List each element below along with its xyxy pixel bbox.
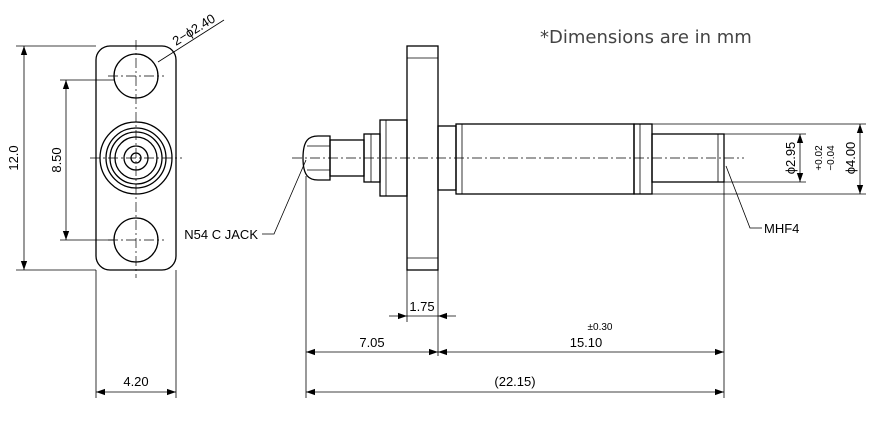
n54-jack-label: N54 C JACK	[184, 227, 258, 242]
mhf4-label: MHF4	[764, 221, 799, 236]
barrel-end-band	[633, 123, 653, 195]
tolerance-plus: +0.02	[814, 145, 825, 171]
main-barrel	[455, 123, 635, 195]
height-dimension: 12.0	[6, 145, 21, 170]
hole-pitch-dimension: 8.50	[49, 147, 64, 172]
mhf4-section	[651, 133, 725, 183]
inner-diameter-dimension: ϕ2.95	[783, 142, 798, 175]
outer-diameter-dimension: ϕ4.00	[843, 142, 858, 175]
total-length-dimension: (22.15)	[494, 374, 535, 389]
left-length-dimension: 7.05	[359, 335, 384, 350]
hole-callout-leader	[157, 19, 225, 63]
mhf4-leader	[725, 165, 762, 229]
right-length-tolerance: ±0.30	[588, 322, 613, 333]
n54-leader	[262, 159, 307, 235]
tolerance-minus: −0.04	[826, 145, 837, 171]
width-dimension: 4.20	[123, 374, 148, 389]
units-note: *Dimensions are in mm	[540, 27, 752, 48]
front-view: 12.0 8.50 4.20 2−ϕ2.40	[6, 11, 225, 398]
side-view: N54 C JACK MHF4 1.75 7.05 15.10 ±0.30 (2…	[184, 45, 866, 398]
hole-callout: 2−ϕ2.40	[170, 11, 218, 49]
right-length-dimension: 15.10	[570, 335, 603, 350]
flange-thickness-dimension: 1.75	[409, 299, 434, 314]
